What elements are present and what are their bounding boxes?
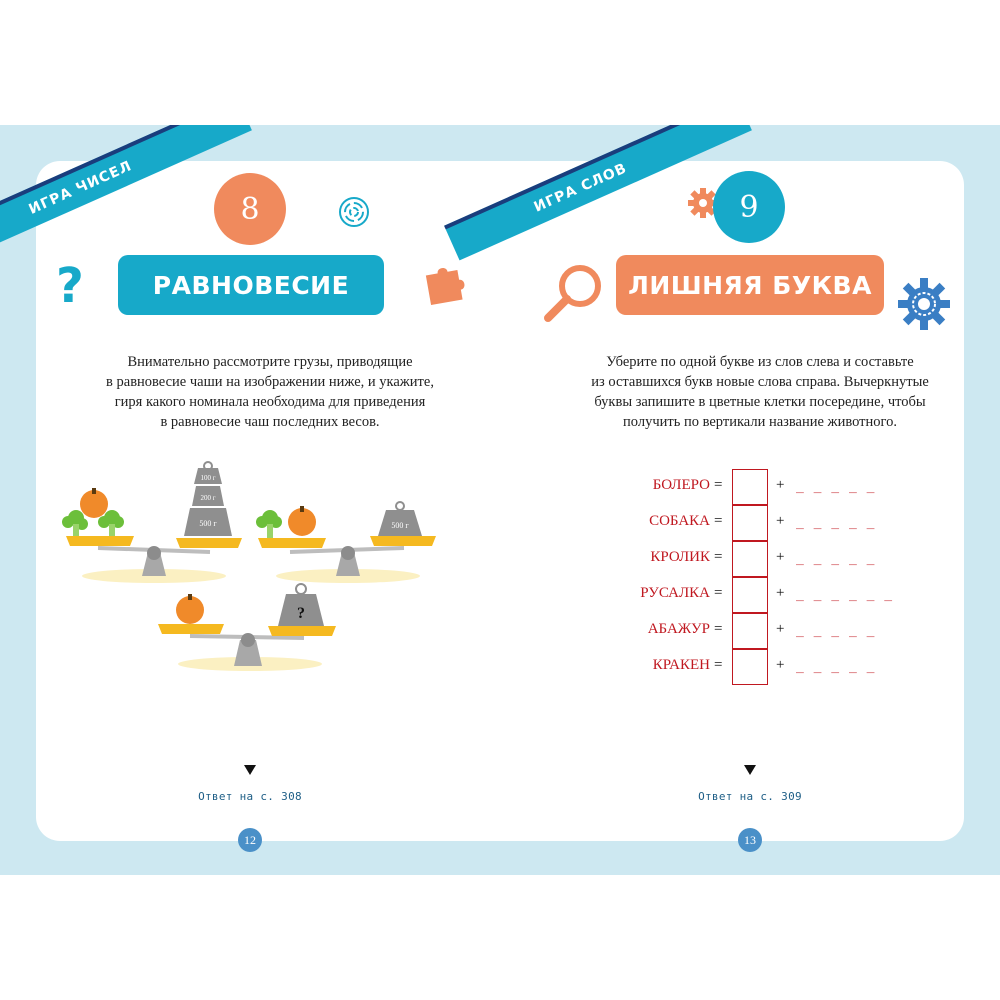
weight-label: 100 г xyxy=(200,474,215,482)
puzzle-number-8: 8 xyxy=(214,173,286,245)
source-word: КРОЛИК xyxy=(650,549,710,565)
word-row: КРАКЕН = + _ _ _ _ _ xyxy=(0,649,1000,685)
plus-sign: + xyxy=(776,513,785,529)
plus-sign: + xyxy=(776,477,785,493)
blue-gear-icon xyxy=(898,278,950,330)
answer-blank[interactable]: _ _ _ _ _ xyxy=(796,515,876,530)
right-description: Уберите по одной букве из слов слева и с… xyxy=(591,354,929,430)
equals-sign: = xyxy=(714,621,723,637)
right-title: ЛИШНЯЯ БУКВА xyxy=(616,255,884,315)
right-answer-ref: Ответ на с. 309 xyxy=(698,790,802,803)
equals-sign: = xyxy=(714,477,723,493)
answer-blank[interactable]: _ _ _ _ _ xyxy=(796,551,876,566)
letter-cell[interactable] xyxy=(732,649,768,685)
scale-3: ? xyxy=(158,583,336,666)
scale-2: 500 г xyxy=(256,501,436,576)
answer-blank[interactable]: _ _ _ _ _ xyxy=(796,479,876,494)
word-row: СОБАКА = + _ _ _ _ _ xyxy=(0,505,1000,541)
puzzle-number-9: 9 xyxy=(713,171,785,243)
left-title: РАВНОВЕСИЕ xyxy=(118,255,384,315)
word-row: БОЛЕРО = + _ _ _ _ _ xyxy=(0,469,1000,505)
source-word: БОЛЕРО xyxy=(652,477,710,493)
plus-sign: + xyxy=(776,585,785,601)
balance-scales-illustration: 100 г 200 г 500 г 500 г ? xyxy=(62,461,436,671)
letter-cell[interactable] xyxy=(732,541,768,577)
word-row: КРОЛИК = + _ _ _ _ _ xyxy=(0,541,1000,577)
answer-arrow-icon xyxy=(244,765,256,775)
equals-sign: = xyxy=(714,549,723,565)
source-word: СОБАКА xyxy=(649,513,710,529)
letter-cell[interactable] xyxy=(732,577,768,613)
letter-cell[interactable] xyxy=(732,469,768,505)
book-spread: ИГРА ЧИСЕЛ ИГРА СЛОВ xyxy=(0,125,1000,875)
equals-sign: = xyxy=(714,585,723,601)
maze-icon xyxy=(339,197,369,227)
equals-sign: = xyxy=(714,657,723,673)
left-page-number: 12 xyxy=(238,828,262,852)
word-row: АБАЖУР = + _ _ _ _ _ xyxy=(0,613,1000,649)
weight-label: 500 г xyxy=(391,521,409,530)
weight-label: 200 г xyxy=(200,494,215,502)
plus-sign: + xyxy=(776,549,785,565)
weight-label: 500 г xyxy=(199,519,217,528)
question-mark-icon: ? xyxy=(56,258,84,314)
answer-blank[interactable]: _ _ _ _ _ _ xyxy=(796,587,894,602)
equals-sign: = xyxy=(714,513,723,529)
plus-sign: + xyxy=(776,621,785,637)
answer-arrow-icon xyxy=(744,765,756,775)
source-word: КРАКЕН xyxy=(652,657,710,673)
source-word: АБАЖУР xyxy=(647,621,710,637)
magnifier-icon xyxy=(544,265,601,322)
word-row: РУСАЛКА = + _ _ _ _ _ _ xyxy=(0,577,1000,613)
left-description: Внимательно рассмотрите грузы, приводящи… xyxy=(106,354,434,430)
letter-cell[interactable] xyxy=(732,613,768,649)
plus-sign: + xyxy=(776,657,785,673)
puzzle-piece-icon xyxy=(425,268,465,306)
unknown-weight-label: ? xyxy=(297,605,305,622)
right-page-number: 13 xyxy=(738,828,762,852)
answer-blank[interactable]: _ _ _ _ _ xyxy=(796,623,876,638)
source-word: РУСАЛКА xyxy=(640,585,710,601)
letter-cell[interactable] xyxy=(732,505,768,541)
left-answer-ref: Ответ на с. 308 xyxy=(198,790,302,803)
answer-blank[interactable]: _ _ _ _ _ xyxy=(796,659,876,674)
scale-1: 100 г 200 г 500 г xyxy=(62,461,242,576)
